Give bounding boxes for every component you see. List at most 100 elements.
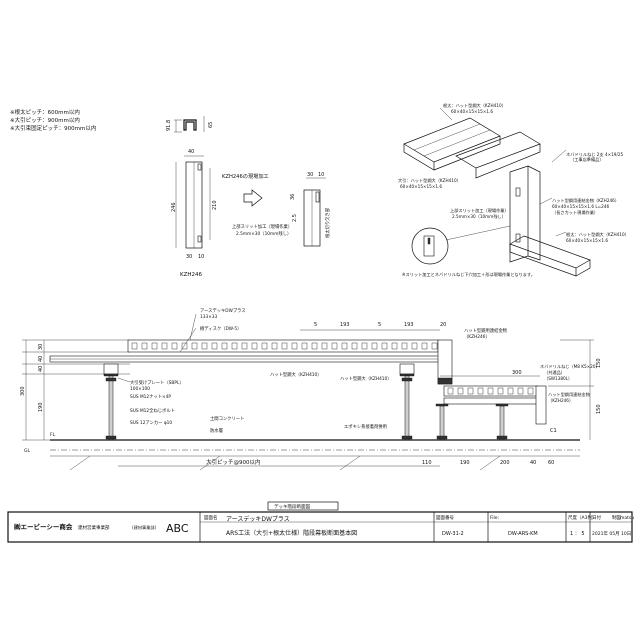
drawing-name-1: アースデッキDWプラス (226, 515, 290, 523)
deck-slot (211, 342, 218, 350)
iso-label-screw-note: （工事店準備品） (570, 156, 604, 163)
detail-callout-circle (411, 227, 449, 265)
deck-slot (271, 342, 278, 350)
dim-60: 60 (548, 460, 554, 466)
deck-slot (131, 342, 138, 350)
dim-300v: 300 (20, 386, 26, 396)
dim-65: 65 (208, 122, 214, 128)
drawing-file: DW-ARS-KM (508, 531, 538, 537)
step-slot (507, 387, 514, 395)
caption-box (267, 501, 339, 511)
deck-slot (171, 342, 178, 350)
drawing-name-2: ARS工法（大引+根太仕様）階段幕板断面基本図 (226, 529, 357, 537)
step-slot (457, 387, 464, 395)
iso-label-neda-spec: 60×40×15×15×1.6 (451, 109, 493, 114)
iso-label-screw: ネバドリルねじ 2支 4×19/25 (566, 151, 624, 158)
profile-top-view (183, 119, 197, 131)
h-name: 図面名 (204, 514, 218, 521)
deck-slot (231, 342, 238, 350)
deck-slot (261, 342, 268, 350)
iso-note: ※スリット加工とネバドリルねじ下穴加工＋形は現場作業となります。 (402, 271, 535, 278)
deck-slot (311, 342, 318, 350)
company-dept: 建材営業事業部 (78, 524, 110, 531)
label-renketsu-code: （KZH246） (464, 334, 490, 340)
label-bolt: SUS M12全ねじボルト (130, 407, 175, 414)
iso-label-obiki: 大引：ハット型鋼大（KZH410） (398, 177, 461, 184)
step-slot (477, 387, 484, 395)
deck-slot (251, 342, 258, 350)
deck-slot (181, 342, 188, 350)
dim-193a: 193 (340, 322, 350, 328)
fl-label: FL (50, 432, 56, 438)
dim-190: 190 (38, 402, 44, 412)
slit-label-1: 上部スリット加工（現場作業） (232, 223, 292, 230)
dim-110: 110 (422, 460, 432, 466)
dim-210: 210 (212, 200, 218, 210)
deck-slot (141, 342, 148, 350)
dim-246: 246 (171, 202, 177, 212)
isometric-detail: 根太：ハット型鋼大（KZH410） 60×40×15×15×1.6 大引：ハット… (398, 102, 629, 278)
cutout-label: 根太切り欠き部 (324, 207, 331, 238)
deck-slot (421, 342, 428, 350)
deck-slot (361, 342, 368, 350)
label-screw-s: ネバドリルねじ（M8 K5×20） (540, 364, 600, 370)
dim-30: 30 (186, 254, 192, 260)
dim-150b: 150 (596, 404, 602, 414)
dim-36: 36 (290, 194, 296, 200)
deck-slot (341, 342, 348, 350)
author: matsu (620, 515, 634, 521)
note-tsuka-pitch: ※大引束固定ピッチ：900mm以内 (10, 124, 96, 132)
dim-40v: 40 (38, 366, 44, 372)
dim-10: 10 (198, 254, 204, 260)
label-hat-r: ハット型鋼用連結金物 (548, 391, 590, 398)
title-block: ㈱エービーシー商会 建材営業事業部 (建材事業部) ABC 図面名 アースデッキ… (7, 511, 634, 543)
label-epoxy: エポキシ系接着剤併用 (344, 423, 387, 430)
deck-slot (191, 342, 198, 350)
spec-notes: ※根太ピッチ：600mm以内 ※大引ピッチ：900mm以内 ※大引束固定ピッチ：… (10, 108, 96, 132)
h-date: 日付 (592, 514, 601, 521)
caption: デッキ階段断面図 (274, 503, 310, 510)
label-hat-r2: （KZH246） (548, 398, 573, 403)
dim-40: 40 (38, 356, 44, 362)
drawing-date: 2021年 05月 10日 (592, 530, 631, 537)
deck-slot (351, 342, 358, 350)
site-process-label: KZH246の現場加工 (222, 172, 269, 180)
company-name: ㈱エービーシー商会 (14, 522, 73, 531)
dim-30: 30 (38, 344, 44, 350)
deck-slot (291, 342, 298, 350)
label-water: 防水層 (210, 427, 223, 434)
gl-label: GL (24, 448, 30, 454)
iso-label-hat: ハット型鋼用連結金物（KZH246） (552, 197, 619, 204)
deck-slot (241, 342, 248, 350)
step-slot (517, 387, 524, 395)
label-hat-obiki: ハット型鋼大（KZH410） (340, 375, 392, 382)
step-slot (497, 387, 504, 395)
label-disc: 樹ディスク（DW-5） (200, 325, 241, 332)
step-slot (447, 387, 454, 395)
obiki-left (103, 363, 119, 375)
iso-label-hat-cut: （長さカット現場作業） (552, 209, 598, 216)
deck-slot (401, 342, 408, 350)
dim-40: 40 (188, 149, 194, 155)
company-logo: ABC (166, 522, 189, 535)
step-fascia (535, 385, 547, 425)
step-slot (527, 387, 534, 395)
obiki-right (399, 363, 415, 375)
dim-91-8: 91.8 (166, 120, 172, 131)
h-scale: 尺度（A3判） (568, 514, 596, 521)
iso-label-slit-size: 2.5mm×30（10mm残し） (452, 213, 506, 220)
iso-label-obiki-spec: 60×40×15×15×1.6 (400, 184, 442, 189)
bolt-step-right (499, 405, 505, 441)
iso-label-neda: 根太：ハット型鋼大（KZH410） (443, 102, 506, 109)
bolt-step-left (439, 405, 445, 441)
dim-5a: 5 (314, 322, 317, 328)
step-riser (437, 339, 453, 385)
deck-slot (301, 342, 308, 350)
deck-slot (151, 342, 158, 350)
iso-label-neda-b: 根太：ハット型鋼大（KZH410） (566, 231, 629, 238)
dim-30b: 30 (307, 172, 313, 178)
deck-slot (371, 342, 378, 350)
label-deck: アースデッキDWプラス (200, 307, 246, 314)
step-slot (487, 387, 494, 395)
